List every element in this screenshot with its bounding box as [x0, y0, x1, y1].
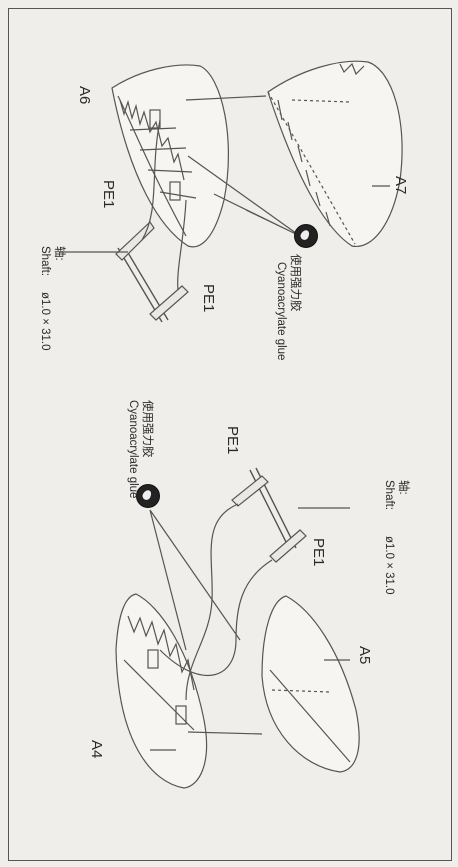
shaft-bottom-chinese: 轴:: [397, 480, 409, 495]
glue-top-english: Cyanoacrylate glue: [275, 262, 287, 361]
glue-icon-bottom: [136, 484, 160, 508]
shaft-bottom-size: ø1.0 × 31.0: [383, 536, 395, 595]
label-a7: A7: [392, 176, 409, 195]
label-pe1-top-right: PE1: [200, 284, 217, 313]
label-pe1-bottom-left: PE1: [224, 426, 241, 455]
diagram-frame: [8, 8, 452, 861]
label-a5: A5: [356, 646, 373, 665]
label-a6: A6: [76, 86, 93, 105]
shaft-top-size: ø1.0 × 31.0: [39, 292, 51, 351]
glue-top-chinese: 使用强力胶: [289, 254, 301, 312]
a4-part: [115, 593, 208, 789]
a7-part: [267, 60, 403, 247]
glue-bottom-chinese: 使用强力胶: [141, 400, 153, 458]
label-pe1-top-left: PE1: [100, 180, 117, 209]
a5-part: [261, 595, 360, 773]
a6-part: [111, 64, 229, 248]
label-a4: A4: [88, 740, 105, 759]
shaft-top-english: Shaft:: [39, 246, 51, 277]
label-pe1-bottom-right: PE1: [310, 538, 327, 567]
glue-bottom-english: Cyanoacrylate glue: [127, 400, 139, 499]
shaft-bottom-english: Shaft:: [383, 480, 395, 511]
glue-icon-top: [294, 224, 318, 248]
shaft-top-chinese: 轴:: [53, 246, 65, 261]
